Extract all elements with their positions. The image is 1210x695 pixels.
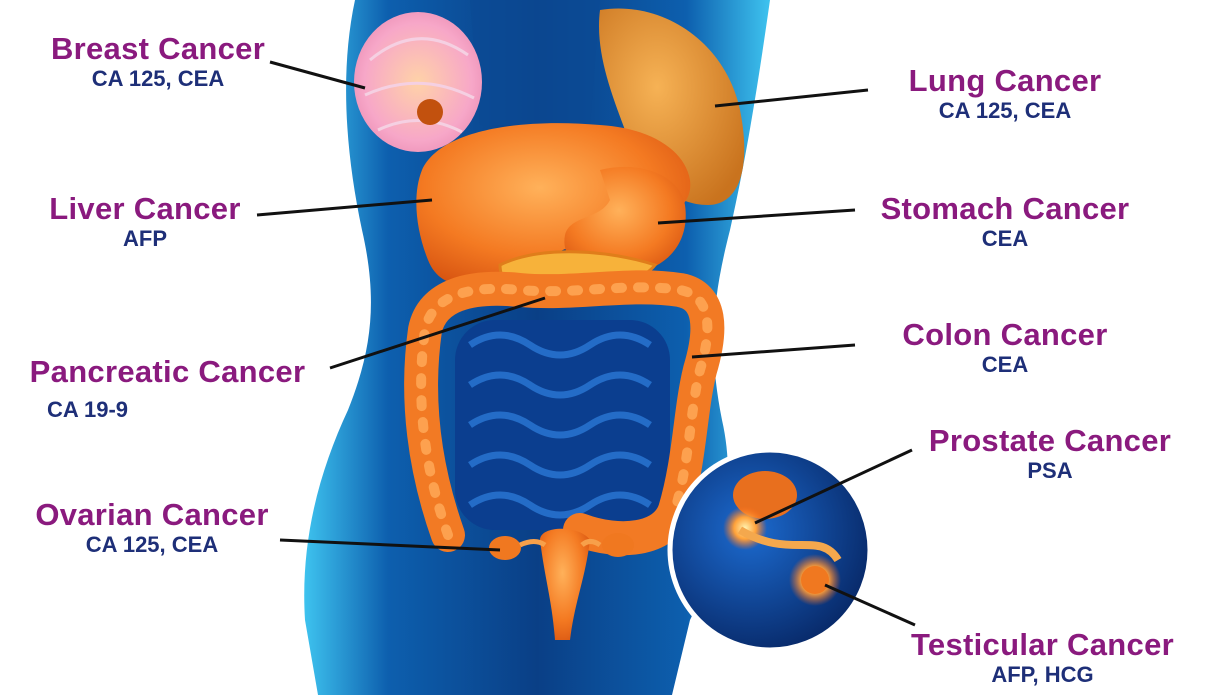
liver-cancer-name: Liver Cancer: [30, 192, 260, 226]
colon-cancer-markers: CEA: [880, 352, 1130, 378]
lung-cancer-name: Lung Cancer: [875, 64, 1135, 98]
colon-cancer-label: Colon Cancer CEA: [880, 318, 1130, 378]
testicular-cancer-markers: AFP, HCG: [885, 662, 1200, 688]
prostate-cancer-markers: PSA: [905, 458, 1195, 484]
ovarian-cancer-name: Ovarian Cancer: [12, 498, 292, 532]
lung-cancer-label: Lung Cancer CA 125, CEA: [875, 64, 1135, 124]
ovarian-cancer-markers: CA 125, CEA: [12, 532, 292, 558]
stomach-cancer-label: Stomach Cancer CEA: [855, 192, 1155, 252]
pancreatic-cancer-label: Pancreatic Cancer CA 19-9: [5, 355, 330, 423]
testicular-cancer-label: Testicular Cancer AFP, HCG: [885, 628, 1200, 688]
breast-cancer-name: Breast Cancer: [28, 32, 288, 66]
colon-cancer-name: Colon Cancer: [880, 318, 1130, 352]
prostate-cancer-label: Prostate Cancer PSA: [905, 424, 1195, 484]
stomach-cancer-name: Stomach Cancer: [855, 192, 1155, 226]
lung-cancer-markers: CA 125, CEA: [875, 98, 1135, 124]
breast-cancer-markers: CA 125, CEA: [28, 66, 288, 92]
prostate-cancer-name: Prostate Cancer: [905, 424, 1195, 458]
testicular-cancer-name: Testicular Cancer: [885, 628, 1200, 662]
breast-cancer-label: Breast Cancer CA 125, CEA: [28, 32, 288, 92]
liver-cancer-markers: AFP: [30, 226, 260, 252]
pancreatic-cancer-name: Pancreatic Cancer: [5, 355, 330, 389]
ovarian-cancer-label: Ovarian Cancer CA 125, CEA: [12, 498, 292, 558]
pancreatic-cancer-markers: CA 19-9: [0, 397, 330, 423]
stomach-cancer-markers: CEA: [855, 226, 1155, 252]
liver-cancer-label: Liver Cancer AFP: [30, 192, 260, 252]
breast-organ: [354, 12, 482, 152]
prostate-inset: [670, 450, 870, 650]
